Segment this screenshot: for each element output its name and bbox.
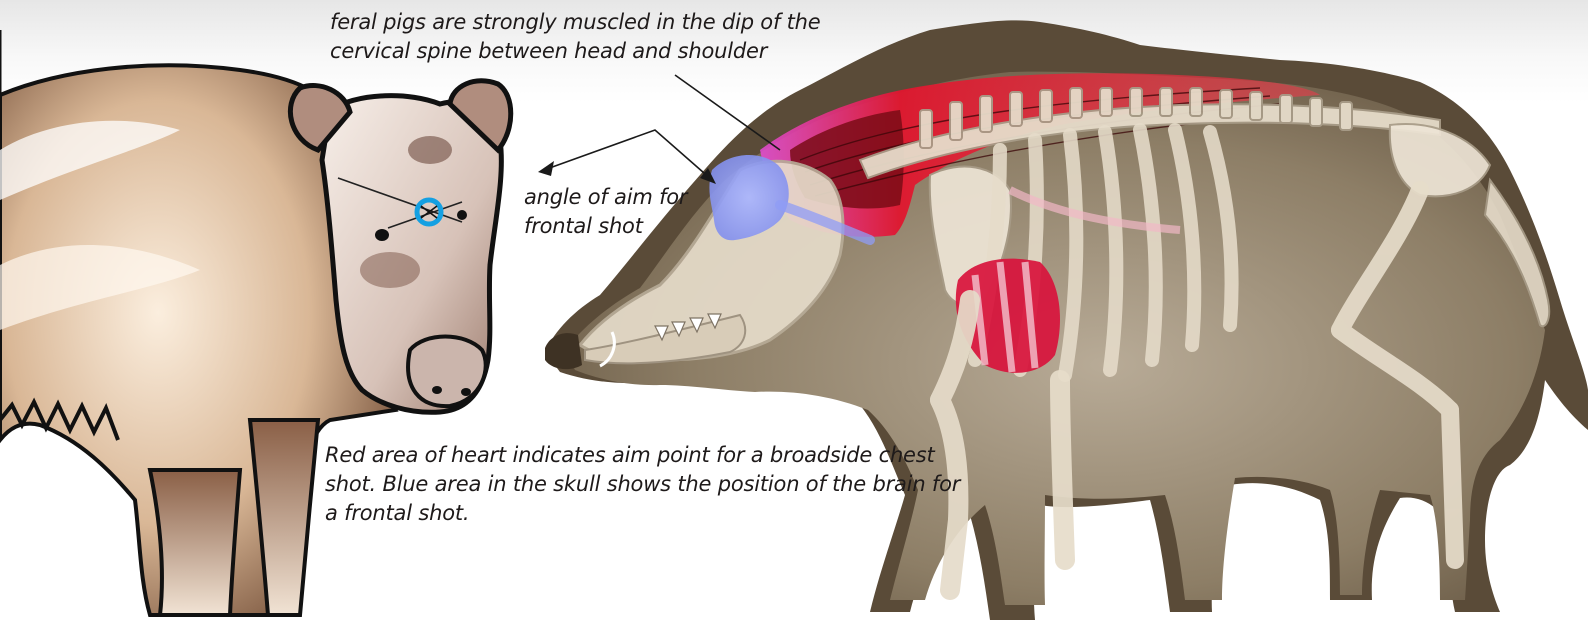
aim-points-annotation: Red area of heart indicates aim point fo… [325, 441, 965, 528]
arrowhead-icon [538, 161, 554, 176]
neck-muscle-annotation: feral pigs are strongly muscled in the d… [330, 8, 890, 66]
frontal-angle-arrow [544, 130, 712, 180]
frontal-hog-eye-left [375, 229, 389, 241]
frontal-hog-nostril [461, 388, 471, 396]
frontal-hog-nostril [432, 386, 442, 394]
side-hog-snout [545, 333, 582, 369]
side-hog-illustration [545, 20, 1588, 620]
frontal-hog-face-patch [408, 136, 452, 164]
frontal-hog-eye-right [457, 210, 467, 220]
frontal-hog-leg-left [150, 470, 240, 615]
frontal-hog-face-patch [360, 252, 420, 288]
frontal-hog-snout [408, 337, 486, 407]
frontal-angle-annotation: angle of aim for frontal shot [524, 183, 704, 241]
